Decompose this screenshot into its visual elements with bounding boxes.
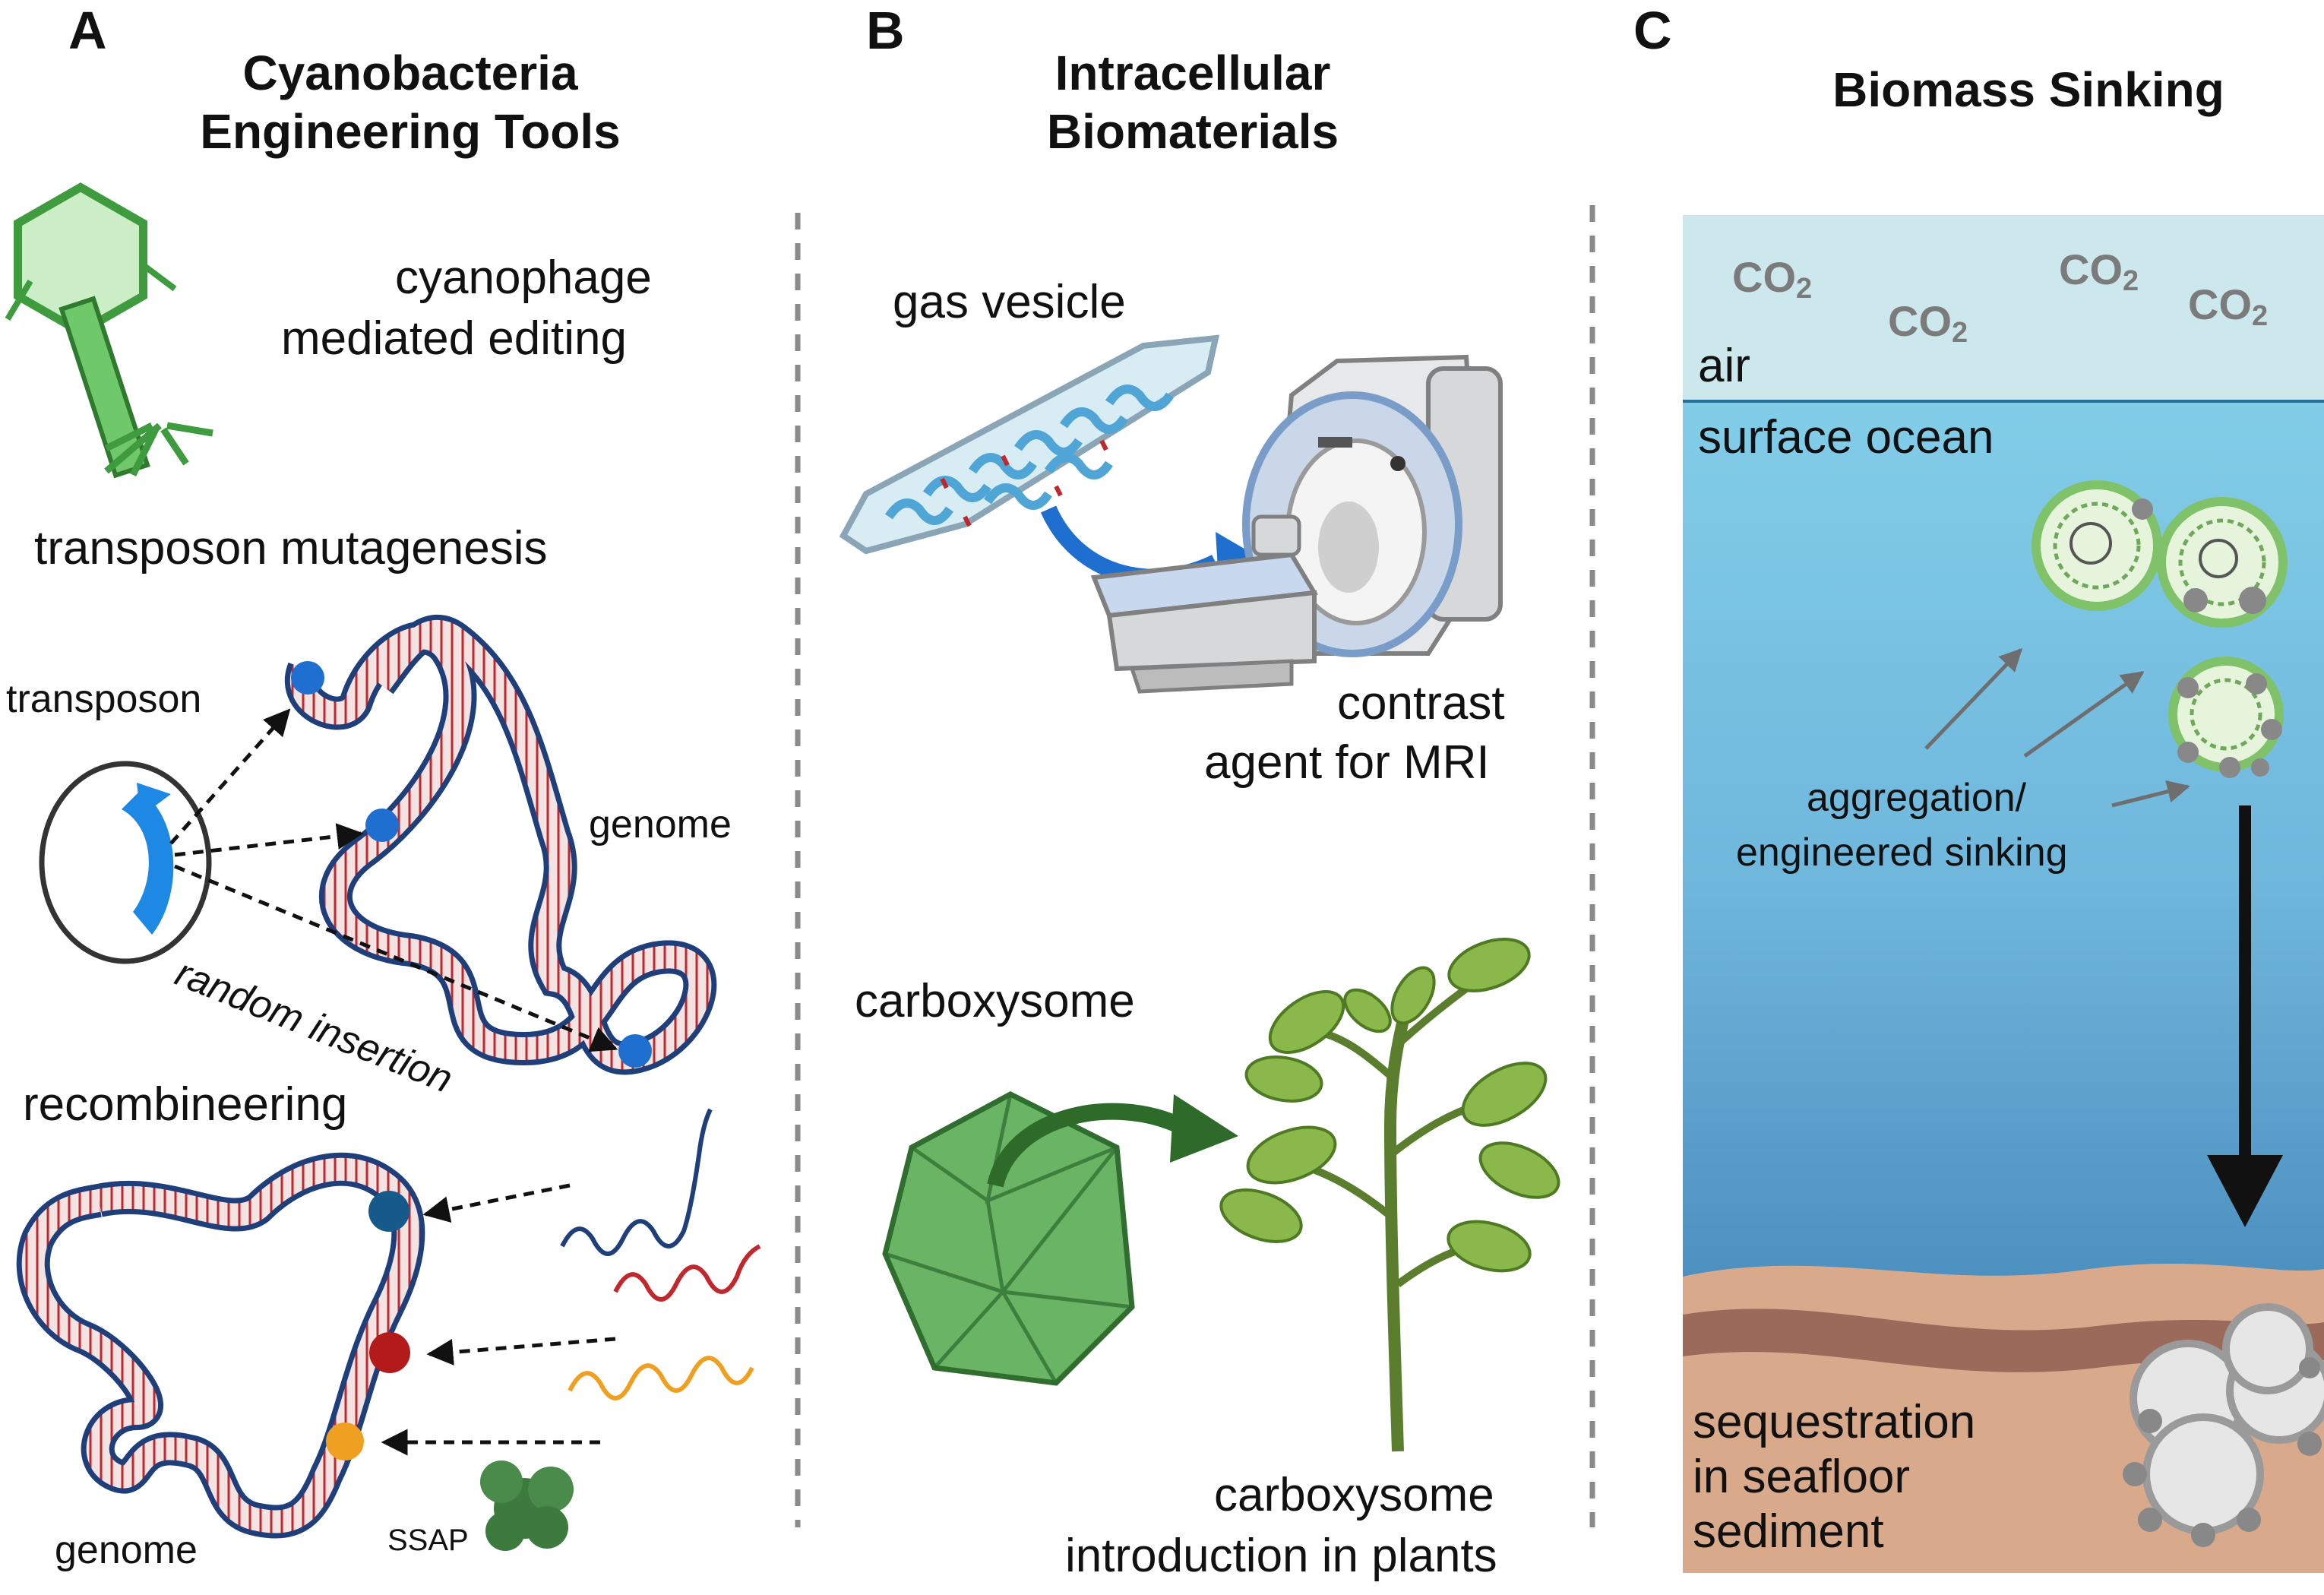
transposon-arrow-1 [169,708,291,845]
genome-label-bottom: genome [55,1528,198,1572]
transposon-plasmid [39,761,212,964]
sunken-cell-aggregate [2123,1303,2324,1547]
recombination-site-red [369,1332,410,1373]
co2-label-3: CO2 [2059,245,2139,297]
aggregation-arrow-3 [2111,780,2190,808]
mri-scanner-icon [1090,354,1503,694]
air-label: air [1698,340,1750,392]
plants-label-line1: carboxysome [1214,1469,1494,1521]
aggregation-label-line2: engineered sinking [1736,831,2068,875]
sequestration-label-line2: in seafloor [1693,1451,1911,1503]
cyanophage-icon [5,182,213,479]
oligo-navy [560,1108,713,1256]
plant-icon [1219,938,1560,1452]
sinking-arrowhead [2207,1155,2283,1227]
panel-a-title-line1: Cyanobacteria [242,46,578,100]
cyanobacterium-cell-aggregating [2168,657,2284,778]
panel-a-title: Cyanobacteria Engineering Tools [175,44,646,161]
transposon-mutagenesis-title: transposon mutagenesis [34,522,548,574]
panel-b-title: Intracellular Biomaterials [972,44,1413,161]
surface-ocean-label: surface ocean [1698,411,1994,464]
co2-label-1: CO2 [1732,253,1813,305]
oligo-arrow-navy [422,1183,571,1223]
mri-label-line1: contrast [1337,677,1505,729]
co2-label-2: CO2 [1888,297,1968,349]
co2-label-4: CO2 [2188,280,2269,332]
aggregation-arrow-2 [2023,670,2145,758]
gas-vesicle-icon [839,334,1220,555]
genome-loop-top [285,614,717,1075]
panel-a-title-line2: Engineering Tools [200,103,621,159]
transposon-label: transposon [6,677,202,721]
panel-b-title-line1: Intracellular [1054,46,1331,100]
insertion-site-3 [618,1034,652,1068]
aggregation-arrow-1 [1924,647,2023,750]
oligo-arrow-red [426,1337,616,1366]
oligo-orange [568,1356,754,1400]
genome-loop-bottom [16,1152,425,1539]
genome-label-top: genome [589,802,732,847]
carboxysome-arrow [987,1103,1181,1188]
gas-vesicle-label: gas vesicle [893,276,1126,328]
panel-b-title-line2: Biomaterials [1046,103,1339,159]
panel-a-letter: A [68,1,107,60]
aggregation-label-line1: aggregation/ [1807,776,2027,820]
sequestration-label-line3: sediment [1693,1505,1884,1558]
recombination-site-orange [326,1423,364,1461]
insertion-site-2 [365,809,399,842]
cyanobacterium-cell-1 [2032,480,2162,611]
recombination-site-navy [368,1191,409,1232]
cyanobacterium-cell-2 [2157,497,2288,628]
air-layer [1683,215,2324,401]
panel-b-letter: B [866,1,905,60]
oligo-red [613,1244,761,1302]
panel-c-title: Biomass Sinking [1832,62,2224,117]
mri-label-line2: agent for MRI [1204,736,1490,789]
cyanophage-label-line1: cyanophage [395,252,652,304]
ssap-protein-icon [480,1461,574,1551]
cyanophage-label-line2: mediated editing [281,312,627,365]
carboxysome-label: carboxysome [855,975,1135,1027]
panel-c-letter: C [1633,1,1672,60]
plants-label-line2: introduction in plants [1065,1530,1497,1582]
transposon-arrow-2 [174,823,364,857]
sequestration-label-line1: sequestration [1693,1396,1976,1448]
ssap-label: SSAP [387,1524,469,1557]
carboxysome-icon [882,1091,1135,1386]
transposon-arrow-3 [174,864,618,1052]
insertion-site-1 [291,661,324,695]
recombineering-title: recombineering [23,1078,348,1131]
carboxysome-arrowhead [1170,1094,1238,1163]
